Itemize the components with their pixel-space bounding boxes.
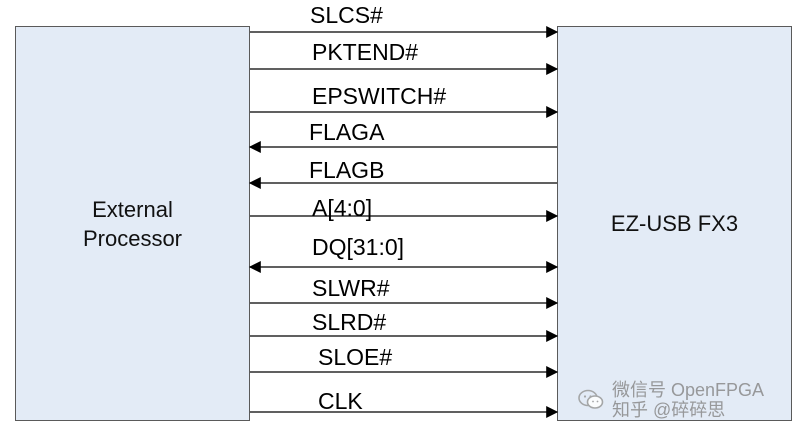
signal-label: SLOE# — [318, 344, 393, 370]
signal-label: EPSWITCH# — [312, 83, 447, 109]
external-processor-label: External Processor — [82, 196, 183, 251]
watermark-line-2: 知乎 @碎碎思 — [612, 400, 726, 420]
wechat-icon — [578, 389, 604, 411]
signal-label: A[4:0] — [312, 195, 373, 221]
signal-label: DQ[31:0] — [312, 234, 405, 260]
watermark-line-1: 微信号 OpenFPGA — [612, 380, 765, 400]
signal-label: PKTEND# — [312, 39, 419, 65]
signal-label: SLCS# — [310, 2, 383, 28]
ez-usb-fx3-block: EZ-USB FX3 — [557, 26, 792, 421]
signal-label: CLK — [318, 388, 363, 414]
ez-usb-fx3-label: EZ-USB FX3 — [610, 211, 739, 236]
watermark: 微信号 OpenFPGA 知乎 @碎碎思 — [578, 380, 764, 420]
signal-label: SLRD# — [312, 309, 387, 335]
signal-label: FLAGA — [309, 119, 385, 145]
external-processor-block: External Processor — [15, 26, 250, 421]
signal-label: SLWR# — [312, 275, 390, 301]
signal-label: FLAGB — [309, 157, 385, 183]
